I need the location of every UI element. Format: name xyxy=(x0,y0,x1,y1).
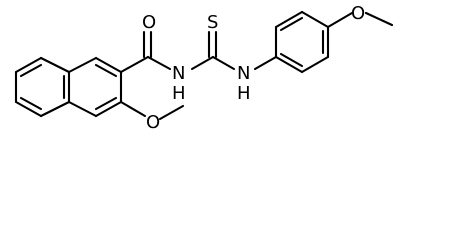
bond xyxy=(19,96,43,111)
bond xyxy=(190,55,215,71)
bond xyxy=(364,11,394,27)
bond xyxy=(300,10,330,29)
bond xyxy=(300,55,330,74)
thione-sulfur-label: S xyxy=(207,12,218,33)
bond xyxy=(119,55,150,74)
bond xyxy=(39,56,71,74)
amide-hydrogen-label: H xyxy=(172,83,186,104)
bond xyxy=(279,16,304,32)
bonds xyxy=(14,10,394,121)
bond xyxy=(67,100,98,118)
bond xyxy=(94,63,118,78)
bond xyxy=(19,63,43,78)
thioamide-hydrogen-label: H xyxy=(237,83,251,104)
carbonyl-oxygen-label: O xyxy=(142,12,156,33)
bond xyxy=(119,100,147,118)
bond xyxy=(14,56,43,74)
amide-nitrogen-label: N xyxy=(172,63,185,84)
molecule-svg: O N H S N H O O xyxy=(14,3,394,133)
bond xyxy=(14,100,43,118)
bond xyxy=(158,104,185,121)
atom-labels: O N H S N H O O xyxy=(142,3,365,133)
bond xyxy=(326,11,354,29)
bond xyxy=(39,100,71,118)
bond xyxy=(94,100,123,118)
bond xyxy=(94,96,118,111)
phenyl-methoxy-oxygen-label: O xyxy=(351,3,365,24)
bond xyxy=(146,55,172,71)
structure-diagram: O N H S N H O O xyxy=(14,3,394,133)
bond xyxy=(67,56,98,74)
bond xyxy=(279,52,304,68)
bond xyxy=(274,10,304,29)
ring-methoxy-oxygen-label: O xyxy=(146,112,160,133)
bond xyxy=(211,55,236,71)
bond xyxy=(274,55,304,74)
bond xyxy=(253,55,278,71)
bond xyxy=(94,56,123,74)
thioamide-nitrogen-label: N xyxy=(237,63,250,84)
